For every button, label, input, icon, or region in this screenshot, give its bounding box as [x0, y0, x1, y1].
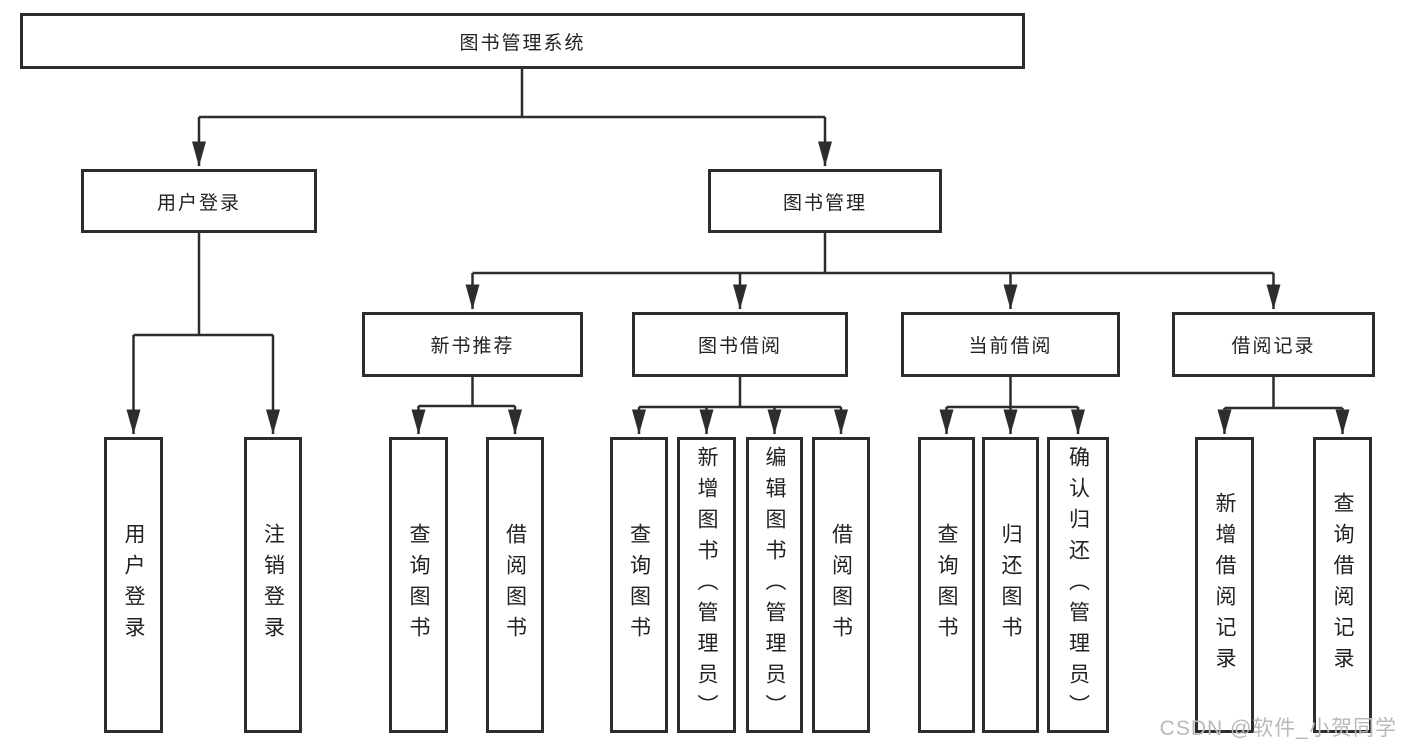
csdn-watermark: CSDN @软件_小贺同学: [1159, 717, 1397, 740]
node-current-borrow: 当前借阅: [901, 312, 1120, 377]
node-new-book-recommend: 新书推荐: [362, 312, 583, 377]
node-leaf-borrow-books-2-label: 借阅图书: [829, 523, 853, 647]
node-leaf-confirm-return-admin: 确认归还（管理员）: [1047, 437, 1109, 733]
rail-book-management: [472, 233, 1274, 275]
node-leaf-query-books-2-label: 查询图书: [627, 523, 651, 647]
rail-root: [199, 69, 825, 119]
node-leaf-logout: 注销登录: [244, 437, 302, 733]
rail-new-book: [418, 377, 515, 408]
node-leaf-query-books-1-label: 查询图书: [407, 523, 430, 647]
rail-current-borrow: [946, 377, 1078, 409]
node-leaf-borrow-books-2: 借阅图书: [812, 437, 870, 733]
node-borrow-records: 借阅记录: [1172, 312, 1375, 377]
node-leaf-query-books-3: 查询图书: [918, 437, 975, 733]
node-leaf-add-books-admin: 新增图书（管理员）: [677, 437, 736, 733]
node-leaf-user-login-label: 用户登录: [122, 523, 145, 647]
node-leaf-query-borrow-record: 查询借阅记录: [1313, 437, 1372, 733]
node-leaf-return-books: 归还图书: [982, 437, 1039, 733]
node-book-borrow: 图书借阅: [632, 312, 848, 377]
node-leaf-query-borrow-record-label: 查询借阅记录: [1331, 492, 1354, 678]
node-leaf-add-borrow-record-label: 新增借阅记录: [1213, 492, 1236, 678]
node-current-borrow-label: 当前借阅: [968, 336, 1053, 357]
node-leaf-query-books-1: 查询图书: [389, 437, 448, 733]
node-leaf-query-books-2: 查询图书: [610, 437, 668, 733]
node-leaf-edit-books-admin-label: 编辑图书（管理员）: [763, 445, 786, 725]
node-book-borrow-label: 图书借阅: [697, 336, 782, 357]
node-root: 图书管理系统: [20, 13, 1025, 69]
node-leaf-borrow-books-1-label: 借阅图书: [503, 523, 527, 647]
rail-book-borrow: [639, 377, 841, 409]
node-leaf-logout-label: 注销登录: [261, 523, 285, 647]
node-leaf-user-login: 用户登录: [104, 437, 163, 733]
rail-user-login: [133, 233, 273, 337]
node-leaf-add-borrow-record: 新增借阅记录: [1195, 437, 1254, 733]
node-book-management: 图书管理: [708, 169, 942, 233]
node-book-management-label: 图书管理: [782, 192, 867, 214]
node-user-login-label: 用户登录: [156, 192, 241, 214]
node-leaf-query-books-3-label: 查询图书: [935, 523, 958, 647]
node-root-label: 图书管理系统: [459, 32, 586, 54]
node-user-login: 用户登录: [81, 169, 317, 233]
node-leaf-borrow-books-1: 借阅图书: [486, 437, 544, 733]
rail-borrow-record: [1224, 377, 1343, 410]
node-leaf-add-books-admin-label: 新增图书（管理员）: [695, 445, 718, 725]
node-leaf-return-books-label: 归还图书: [999, 523, 1022, 647]
node-new-book-recommend-label: 新书推荐: [430, 336, 515, 357]
node-leaf-confirm-return-admin-label: 确认归还（管理员）: [1066, 445, 1090, 725]
node-borrow-records-label: 借阅记录: [1231, 336, 1316, 357]
node-leaf-edit-books-admin: 编辑图书（管理员）: [746, 437, 803, 733]
